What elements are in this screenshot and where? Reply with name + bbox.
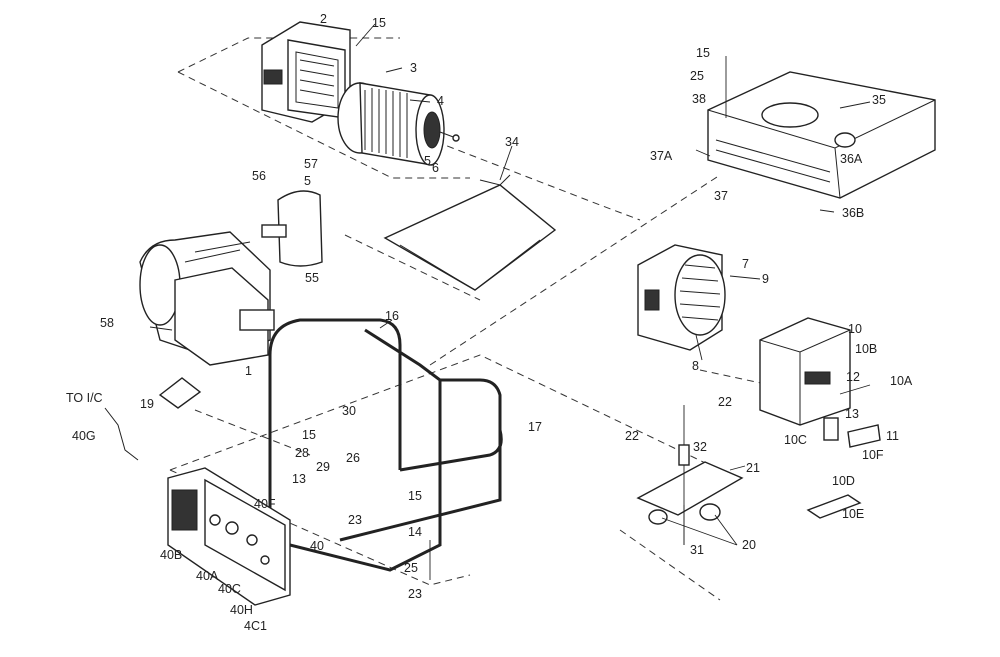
part-control-panel — [167, 467, 291, 606]
label-4: 4 — [437, 94, 444, 108]
part-plate-10e — [806, 494, 862, 519]
label-17: 17 — [528, 420, 542, 434]
label-10b: 10B — [855, 342, 877, 356]
label-25-tank: 25 — [690, 69, 704, 83]
label-36a: 36A — [840, 152, 863, 166]
part-end-housing-top — [261, 21, 351, 123]
label-1: 1 — [245, 364, 252, 378]
part-bracket-plate — [383, 174, 557, 291]
label-5-muffler: 5 — [304, 174, 311, 188]
callout-labels: 2 15 3 4 5 6 15 25 38 35 34 37A 36A 37 3… — [66, 12, 913, 633]
label-22-right: 22 — [718, 395, 732, 409]
label-35: 35 — [872, 93, 886, 107]
label-10f: 10F — [862, 448, 884, 462]
label-28: 28 — [295, 446, 309, 460]
part-cord-40g — [104, 407, 139, 461]
label-21: 21 — [746, 461, 760, 475]
label-8: 8 — [692, 359, 699, 373]
label-40: 40 — [310, 539, 324, 553]
label-40a: 40A — [196, 569, 219, 583]
label-10d: 10D — [832, 474, 855, 488]
part-cylinder-10c — [823, 417, 839, 441]
part-plate-10f — [847, 424, 881, 448]
label-15-top: 15 — [372, 16, 386, 30]
label-58: 58 — [100, 316, 114, 330]
label-15-frame: 15 — [302, 428, 316, 442]
label-57: 57 — [304, 157, 318, 171]
label-23-panel: 23 — [348, 513, 362, 527]
part-control-box — [759, 317, 851, 426]
label-12: 12 — [846, 370, 860, 384]
part-mounting-plate — [636, 405, 744, 545]
label-5-rotor: 5 — [424, 154, 431, 168]
label-13-frame: 13 — [292, 472, 306, 486]
label-3: 3 — [410, 61, 417, 75]
part-fuel-tank — [707, 71, 936, 199]
label-6: 6 — [432, 161, 439, 175]
label-10e: 10E — [842, 507, 864, 521]
part-bracket-19 — [158, 377, 202, 409]
label-40g: 40G — [72, 429, 96, 443]
part-muffler — [261, 190, 323, 267]
label-20: 20 — [742, 538, 756, 552]
part-engine — [139, 231, 275, 366]
label-29: 29 — [316, 460, 330, 474]
label-40h: 40H — [230, 603, 253, 617]
label-23-bottom: 23 — [408, 587, 422, 601]
label-15-tank: 15 — [696, 46, 710, 60]
label-40f: 40F — [254, 497, 276, 511]
label-10c: 10C — [784, 433, 807, 447]
label-31: 31 — [690, 543, 704, 557]
label-11: 11 — [886, 429, 899, 443]
label-36b: 36B — [842, 206, 864, 220]
label-19: 19 — [140, 397, 154, 411]
label-14: 14 — [408, 525, 422, 539]
label-32: 32 — [693, 440, 707, 454]
label-40c: 40C — [218, 582, 241, 596]
label-25-bottom: 25 — [404, 561, 418, 575]
label-22-left: 22 — [625, 429, 639, 443]
label-26: 26 — [346, 451, 360, 465]
label-37a: 37A — [650, 149, 673, 163]
part-rotor — [337, 82, 460, 166]
label-55: 55 — [305, 271, 319, 285]
part-fan-housing — [637, 244, 726, 351]
label-to-ic: TO I/C — [66, 391, 103, 405]
label-13-box: 13 — [845, 407, 859, 421]
label-37: 37 — [714, 189, 728, 203]
label-16: 16 — [385, 309, 399, 323]
label-56: 56 — [252, 169, 266, 183]
label-2: 2 — [320, 12, 327, 26]
label-9: 9 — [762, 272, 769, 286]
label-38: 38 — [692, 92, 706, 106]
label-10: 10 — [848, 322, 862, 336]
label-30: 30 — [342, 404, 356, 418]
label-7: 7 — [742, 257, 749, 271]
label-34: 34 — [505, 135, 519, 149]
part-screw-3 — [385, 67, 403, 73]
label-40b: 40B — [160, 548, 182, 562]
leader-lines — [149, 23, 871, 546]
label-4c1: 4C1 — [244, 619, 267, 633]
part-frame — [268, 318, 503, 572]
label-10a: 10A — [890, 374, 913, 388]
assembly-guide-lines — [169, 37, 771, 601]
label-15-panel: 15 — [408, 489, 422, 503]
